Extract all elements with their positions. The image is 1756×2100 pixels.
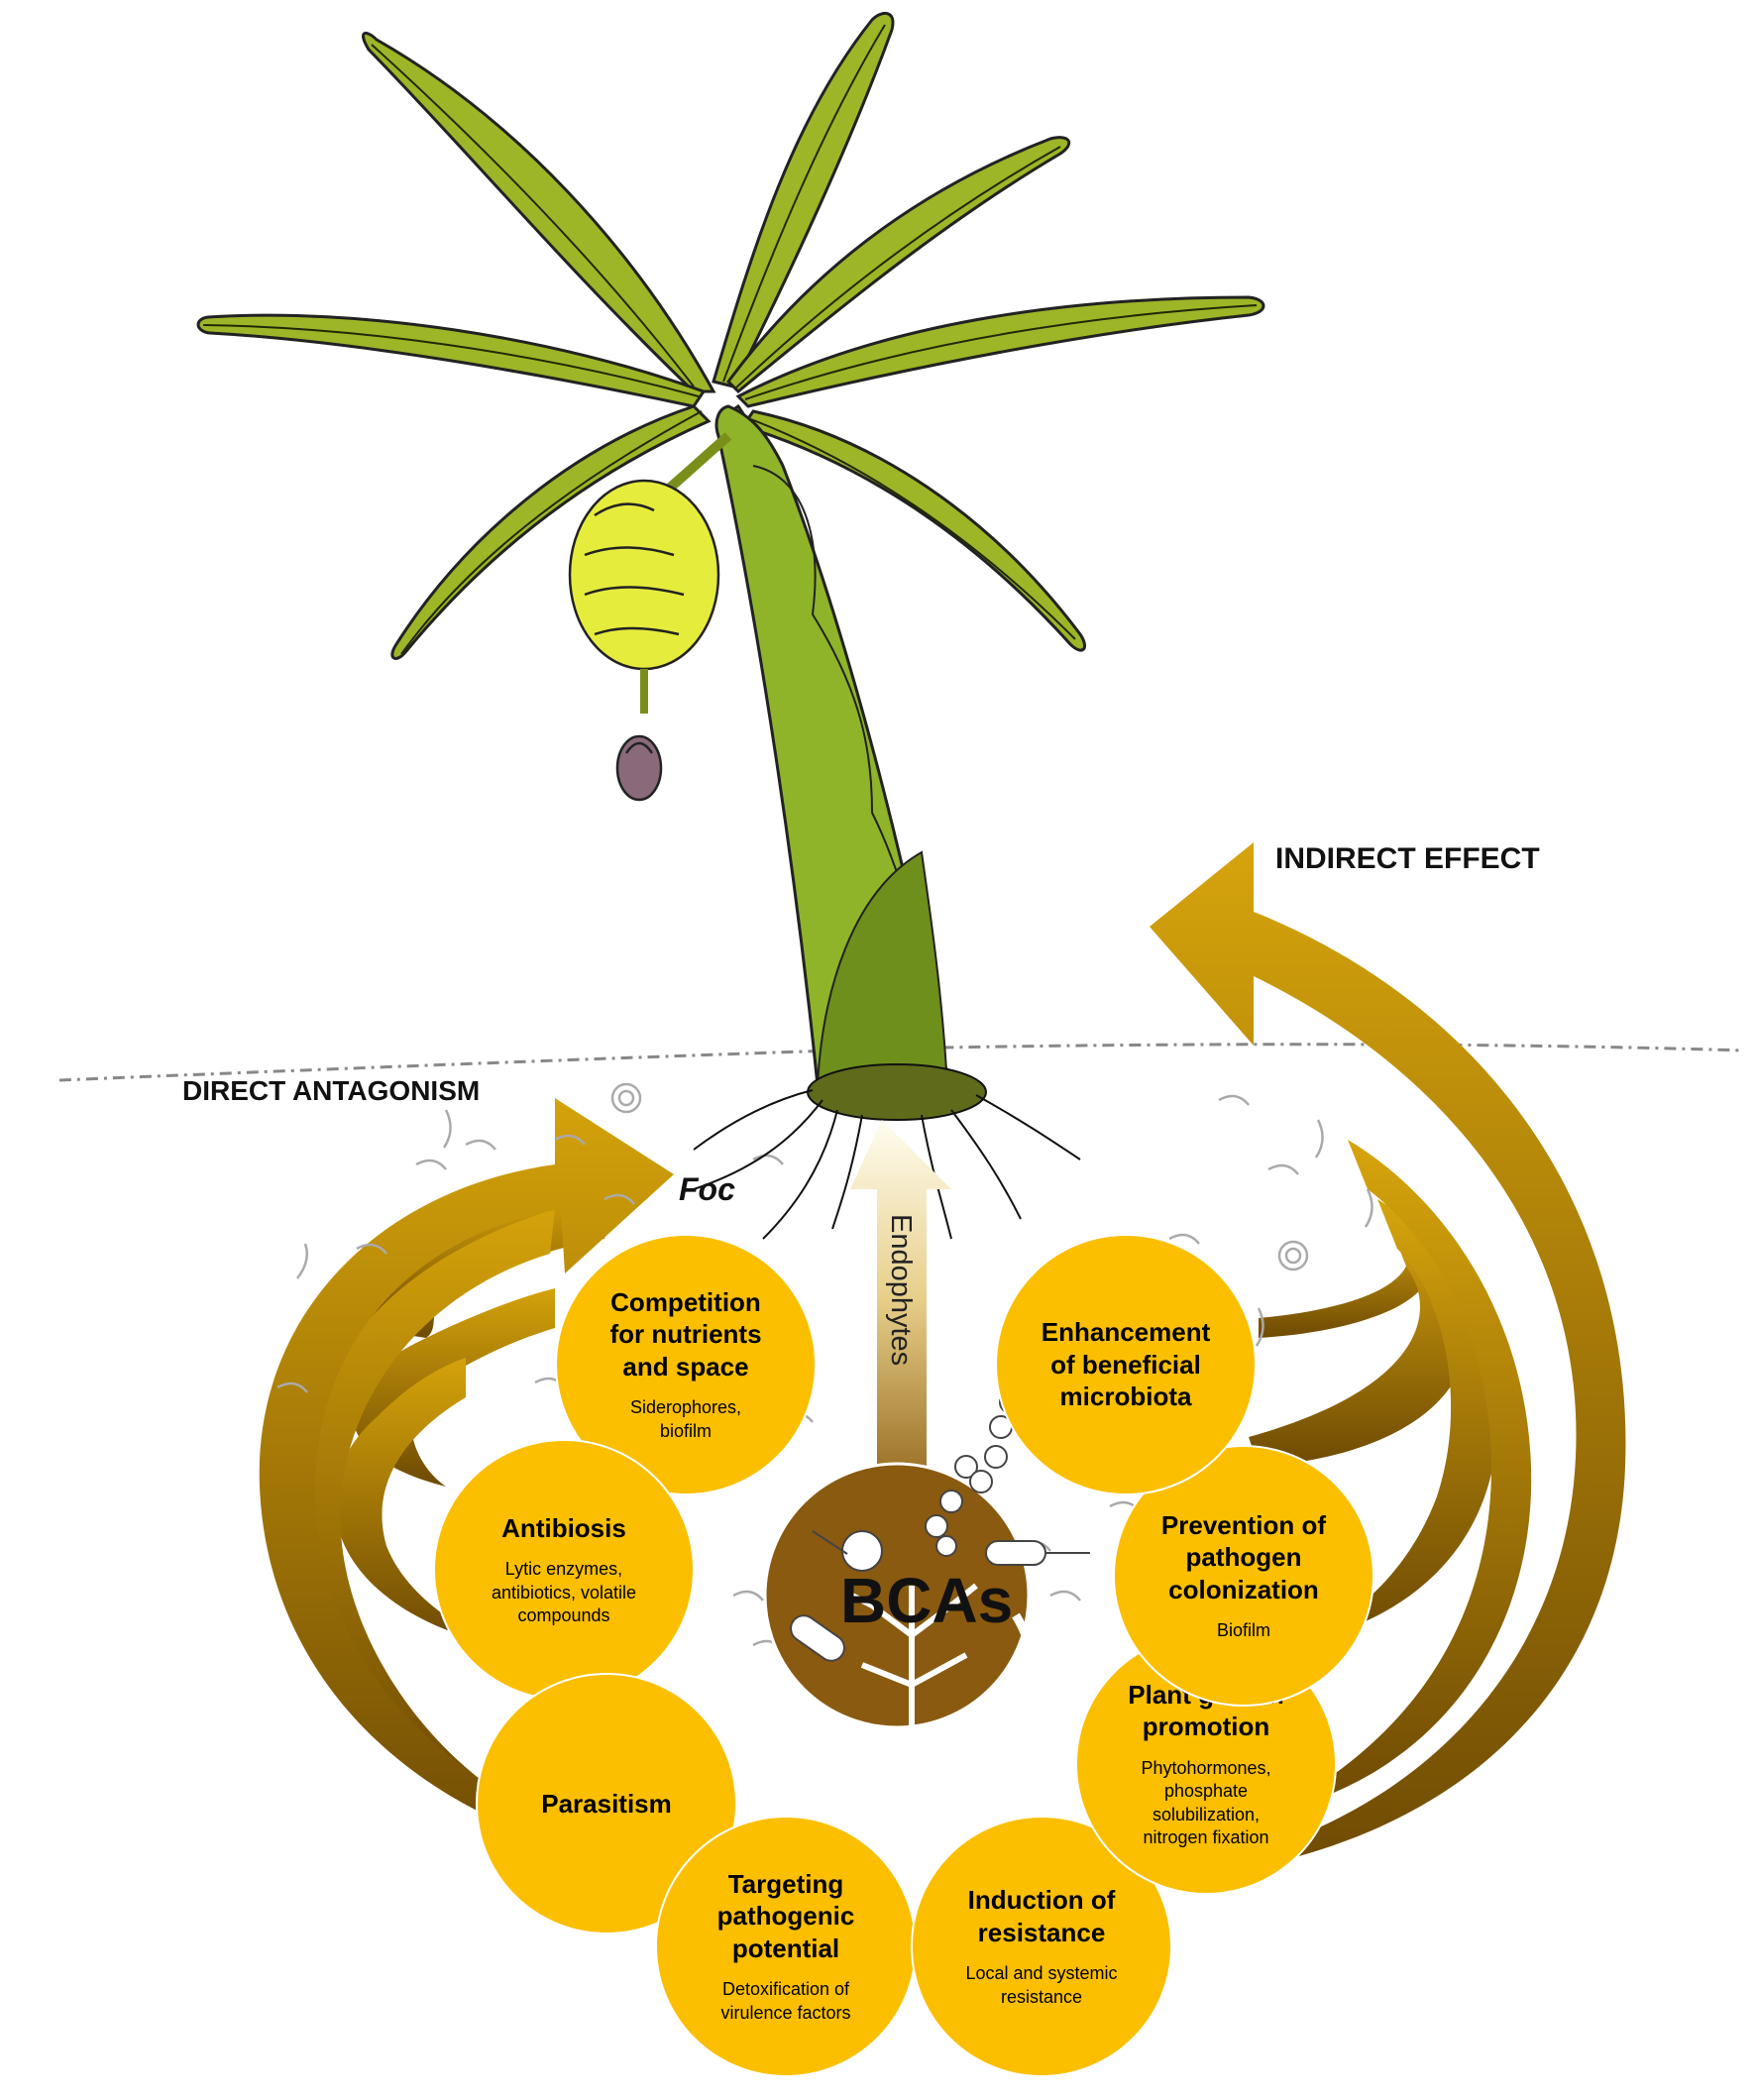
mechanism-title: Enhancement of beneficial microbiota xyxy=(1041,1317,1211,1412)
direct-antagonism-arrows xyxy=(259,1098,694,1873)
mechanism-antibiosis: Antibiosis Lytic enzymes, antibiotics, v… xyxy=(433,1439,695,1701)
mechanism-title: Parasitism xyxy=(541,1788,672,1819)
endophytes-arrow xyxy=(850,1120,951,1516)
mechanism-detail: Lytic enzymes, antibiotics, volatile com… xyxy=(491,1559,637,1625)
mechanism-title: Induction of resistance xyxy=(967,1885,1116,1947)
mechanism-detail: Siderophores, biofilm xyxy=(629,1397,742,1441)
mechanism-title: Antibiosis xyxy=(501,1512,626,1543)
mechanism-title: Prevention of pathogen colonization xyxy=(1160,1509,1327,1604)
mechanism-title: Targeting pathogenic potential xyxy=(716,1868,855,1963)
mechanism-detail: Local and systemic resistance xyxy=(965,1963,1118,2007)
direct-antagonism-label: DIRECT ANTAGONISM xyxy=(182,1075,481,1106)
mechanism-enhancement: Enhancement of beneficial microbiota xyxy=(995,1234,1257,1495)
banana-bunch xyxy=(568,432,732,802)
mechanism-title: Competition for nutrients and space xyxy=(609,1286,762,1382)
bca-microbes xyxy=(790,1366,1090,1843)
roots xyxy=(693,1063,1081,1240)
bcas-label: BCAs xyxy=(840,1565,1014,1636)
leaf-midribs xyxy=(202,24,1258,700)
indirect-effect-label: INDIRECT EFFECT xyxy=(1275,842,1540,875)
mechanism-detail: Biofilm xyxy=(1216,1620,1270,1641)
mechanism-detail: Phytohormones, phosphate solubilization,… xyxy=(1141,1757,1271,1847)
banana-leaves xyxy=(196,11,1265,706)
mechanism-targeting: Targeting pathogenic potential Detoxific… xyxy=(655,1816,917,2077)
foc-label: Foc xyxy=(679,1171,735,1207)
mechanism-detail: Detoxification of virulence factors xyxy=(720,1979,851,2023)
endophytes-label: Endophytes xyxy=(885,1214,917,1367)
indirect-effect-arrows xyxy=(1090,842,1626,1883)
